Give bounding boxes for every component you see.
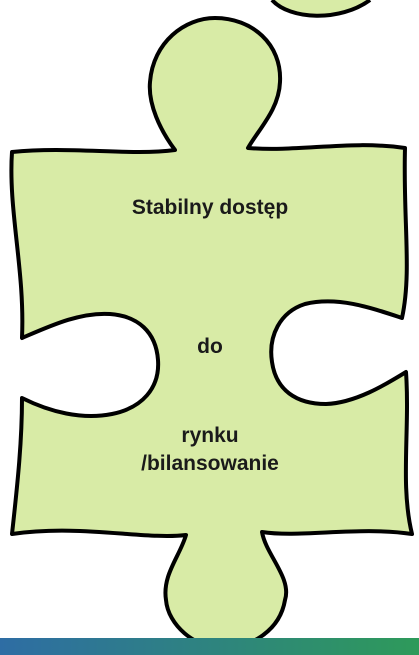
- piece-text-line-4: /bilansowanie: [141, 452, 279, 475]
- footer-gradient-band: [0, 638, 419, 655]
- piece-text-line-1: Stabilny dostęp: [131, 196, 289, 219]
- puzzle-piece: [9, 16, 414, 650]
- piece-text-line-3: rynku: [181, 424, 239, 447]
- top-piece-edge: [270, 0, 372, 18]
- piece-text-line-2: do: [197, 335, 223, 358]
